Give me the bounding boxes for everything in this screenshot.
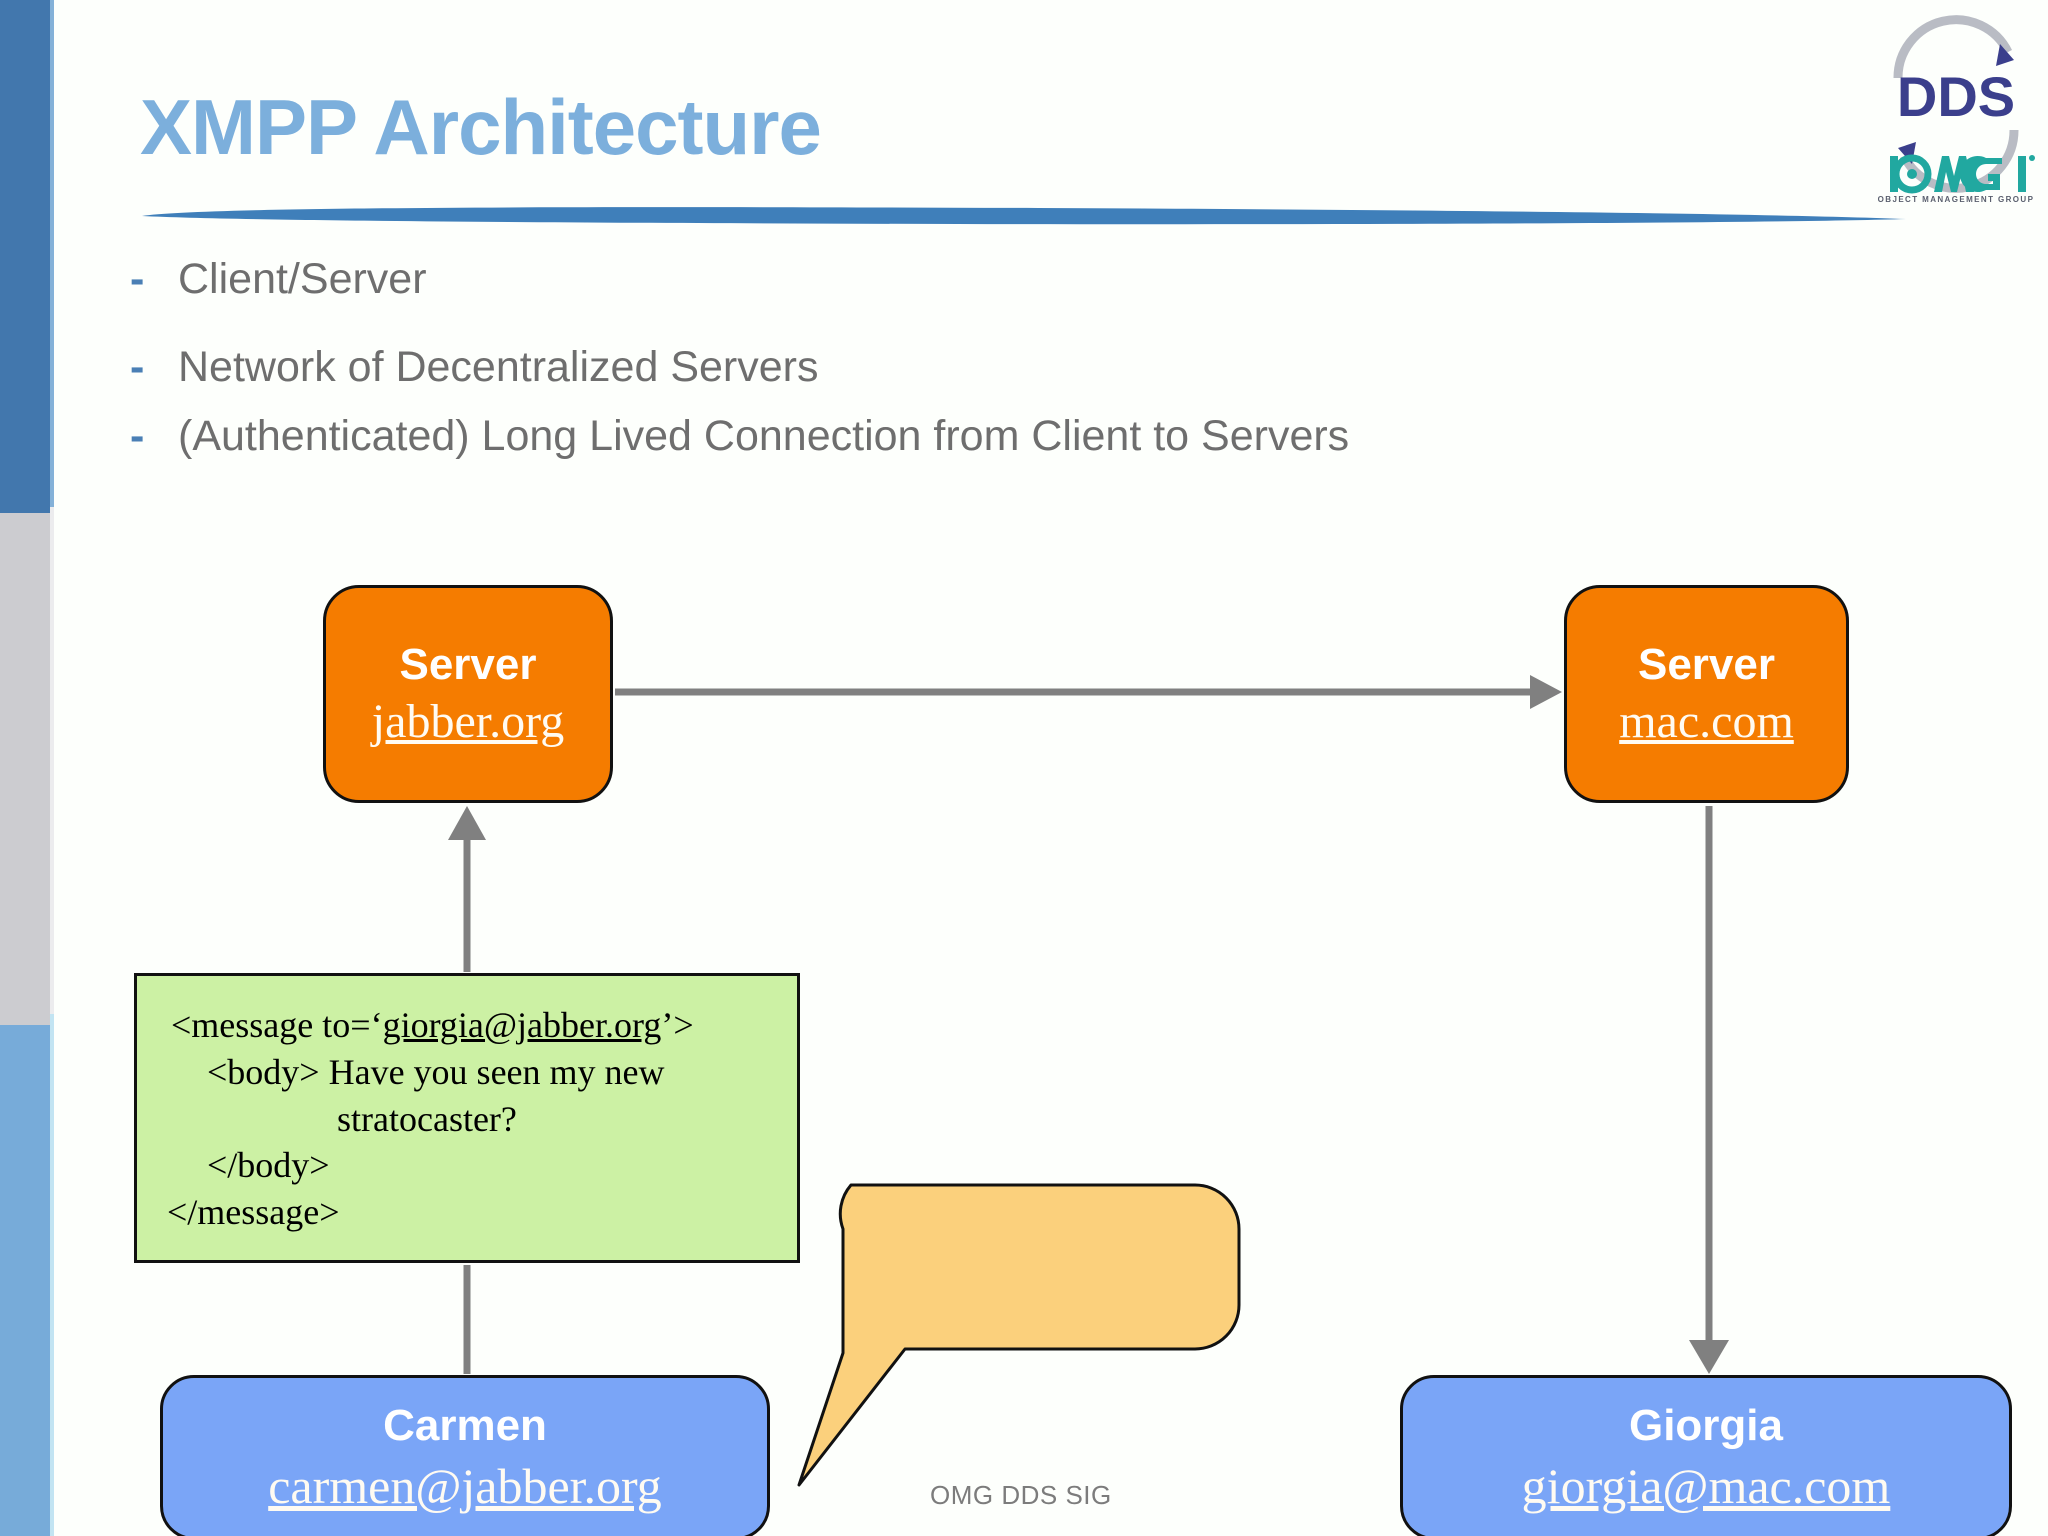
logo-primary-text: DDS [1897, 65, 2015, 128]
node-server-mac[interactable]: Server mac.com [1564, 585, 1849, 803]
node-address: mac.com [1619, 694, 1794, 748]
node-title: Server [1637, 639, 1775, 689]
bullet-marker: - [130, 343, 145, 391]
message-open-tag-close: ’> [661, 1005, 694, 1045]
bullet-text: (Authenticated) Long Lived Connection fr… [178, 412, 1350, 460]
message-line-2: <body> Have you seen my new [207, 1051, 665, 1092]
speech-bubble-callout[interactable] [795, 1175, 1255, 1495]
bullet-text: Client/Server [178, 255, 427, 303]
message-line-1: <message to=‘giorgia@jabber.org’> [137, 1002, 797, 1049]
connector-server-to-giorgia [1689, 806, 1729, 1374]
bullet-marker: - [130, 255, 145, 303]
connector-server-to-server [615, 675, 1562, 709]
node-server-jabber[interactable]: Server jabber.org [323, 585, 613, 803]
bullet-item-3: -(Authenticated) Long Lived Connection f… [130, 412, 1349, 461]
bullet-item-1: -Client/Server [130, 255, 427, 304]
sidebar-edge-highlight [50, 0, 54, 1536]
connector-message-to-server [448, 806, 486, 972]
message-recipient-jid: giorgia@jabber.org [382, 1005, 662, 1045]
page-title: XMPP Architecture [140, 83, 822, 171]
node-person-giorgia[interactable]: Giorgia giorgia@mac.com [1400, 1375, 2012, 1536]
sidebar-segment-top [0, 0, 50, 513]
bullet-text: Network of Decentralized Servers [178, 343, 819, 391]
message-line-4: </body> [207, 1145, 330, 1186]
message-line-5: </message> [167, 1192, 340, 1233]
node-title: Giorgia [1628, 1400, 1784, 1450]
message-open-tag: <message to=‘ [171, 1005, 383, 1045]
node-person-carmen[interactable]: Carmen carmen@jabber.org [160, 1375, 770, 1536]
message-line-3: stratocaster? [337, 1098, 517, 1139]
title-underline-rule [142, 207, 1906, 225]
node-address: carmen@jabber.org [268, 1457, 662, 1514]
node-title: Carmen [383, 1400, 547, 1450]
logo-tagline: OBJECT MANAGEMENT GROUP [1878, 195, 2035, 204]
node-address: giorgia@mac.com [1521, 1457, 1891, 1514]
bullet-marker: - [130, 412, 145, 460]
dds-omg-logo: DDS OBJECT MANAGEMENT GROUP [1878, 15, 2035, 204]
node-address: jabber.org [371, 694, 565, 748]
footer-label: OMG DDS SIG [930, 1480, 1112, 1510]
sidebar-segment-middle [0, 513, 50, 1025]
bullet-item-2: -Network of Decentralized Servers [130, 343, 818, 392]
omg-wordmark-icon [1890, 154, 2035, 194]
node-title: Server [399, 639, 537, 689]
sidebar-segment-bottom [0, 1025, 50, 1536]
sidebar-decoration [0, 0, 50, 1536]
xml-message-box: <message to=‘giorgia@jabber.org’> <body>… [134, 973, 800, 1263]
